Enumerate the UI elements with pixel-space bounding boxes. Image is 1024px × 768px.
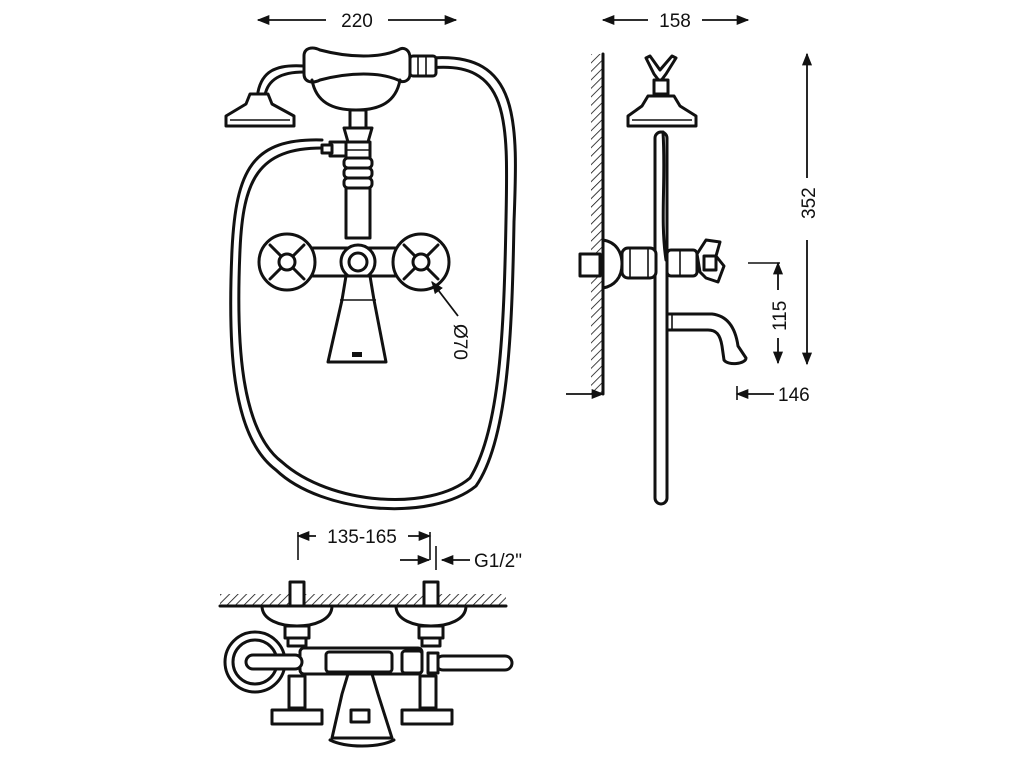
dim-center-distance: 135-165 (327, 527, 397, 548)
dim-height: 352 (799, 187, 820, 219)
dim-depth: 158 (659, 11, 691, 32)
side-view: 158 352 115 146 (566, 11, 820, 506)
top-view: 135-165 G1/2" (218, 527, 522, 748)
dim-width: 220 (341, 11, 373, 32)
front-view: Ø70 220 (224, 11, 517, 511)
dim-spout-height: 115 (770, 301, 791, 331)
dim-spout-reach: 146 (778, 385, 810, 406)
dim-handle-diameter: Ø70 (449, 324, 470, 360)
dim-thread: G1/2" (474, 551, 522, 572)
